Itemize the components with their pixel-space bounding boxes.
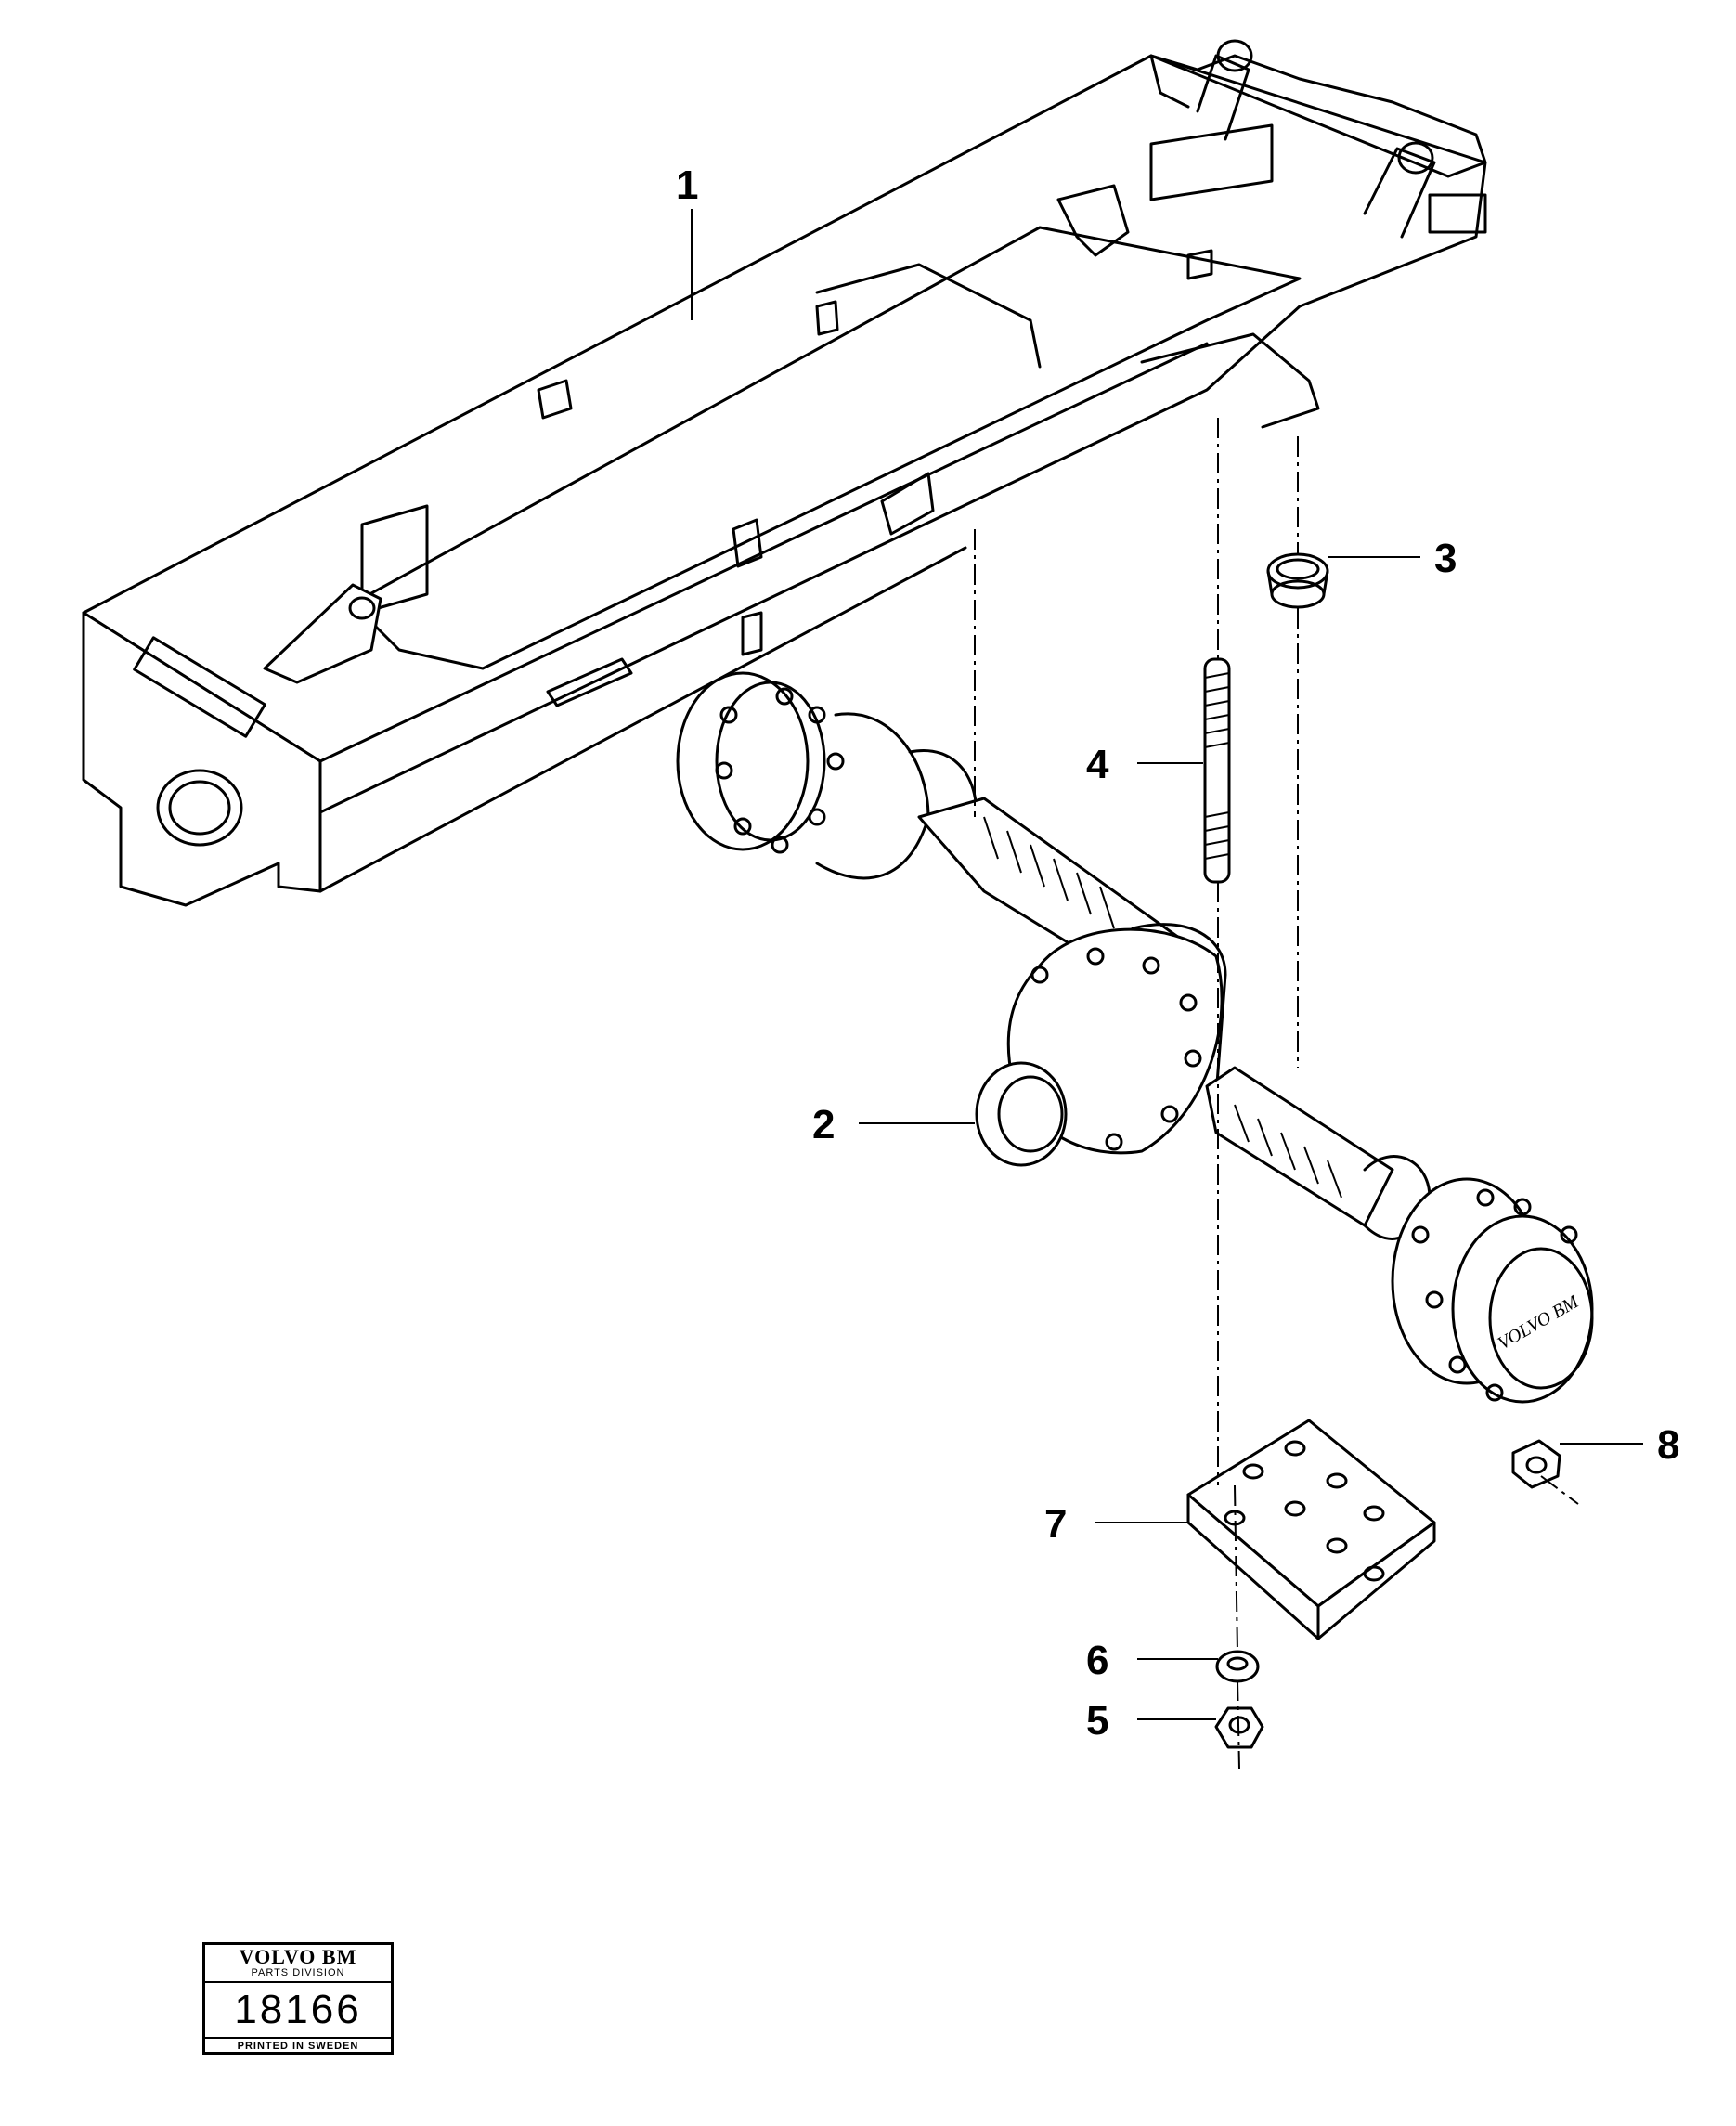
leader-lines [691,209,1643,1720]
washer-part-6 [1215,1650,1260,1683]
center-lines [974,418,1579,1770]
stamp-printed: PRINTED IN SWEDEN [237,2041,359,2052]
nut-part-8 [1511,1439,1561,1489]
stud-part-4 [1203,657,1231,884]
callout-3: 3 [1434,536,1457,581]
frame-part-1 [82,39,1487,907]
callout-6: 6 [1086,1638,1109,1683]
callout-8: 8 [1657,1422,1680,1468]
callout-4: 4 [1086,742,1109,787]
callout-1: 1 [676,162,699,208]
axle-part-2: VOLVO BM [676,671,1594,1404]
stamp-number: 18166 [205,1983,391,2039]
callout-7: 7 [1044,1501,1068,1547]
plate-part-7 [1186,1419,1436,1640]
callout-5: 5 [1086,1698,1109,1744]
stamp-division: PARTS DIVISION [205,1967,391,1983]
callout-2: 2 [812,1102,836,1147]
volvo-bm-parts-stamp: VOLVO BM PARTS DIVISION 18166 PRINTED IN… [202,1942,394,2055]
stamp-brand: VOLVO BM [239,1945,357,1968]
bushing-part-3 [1266,552,1329,609]
